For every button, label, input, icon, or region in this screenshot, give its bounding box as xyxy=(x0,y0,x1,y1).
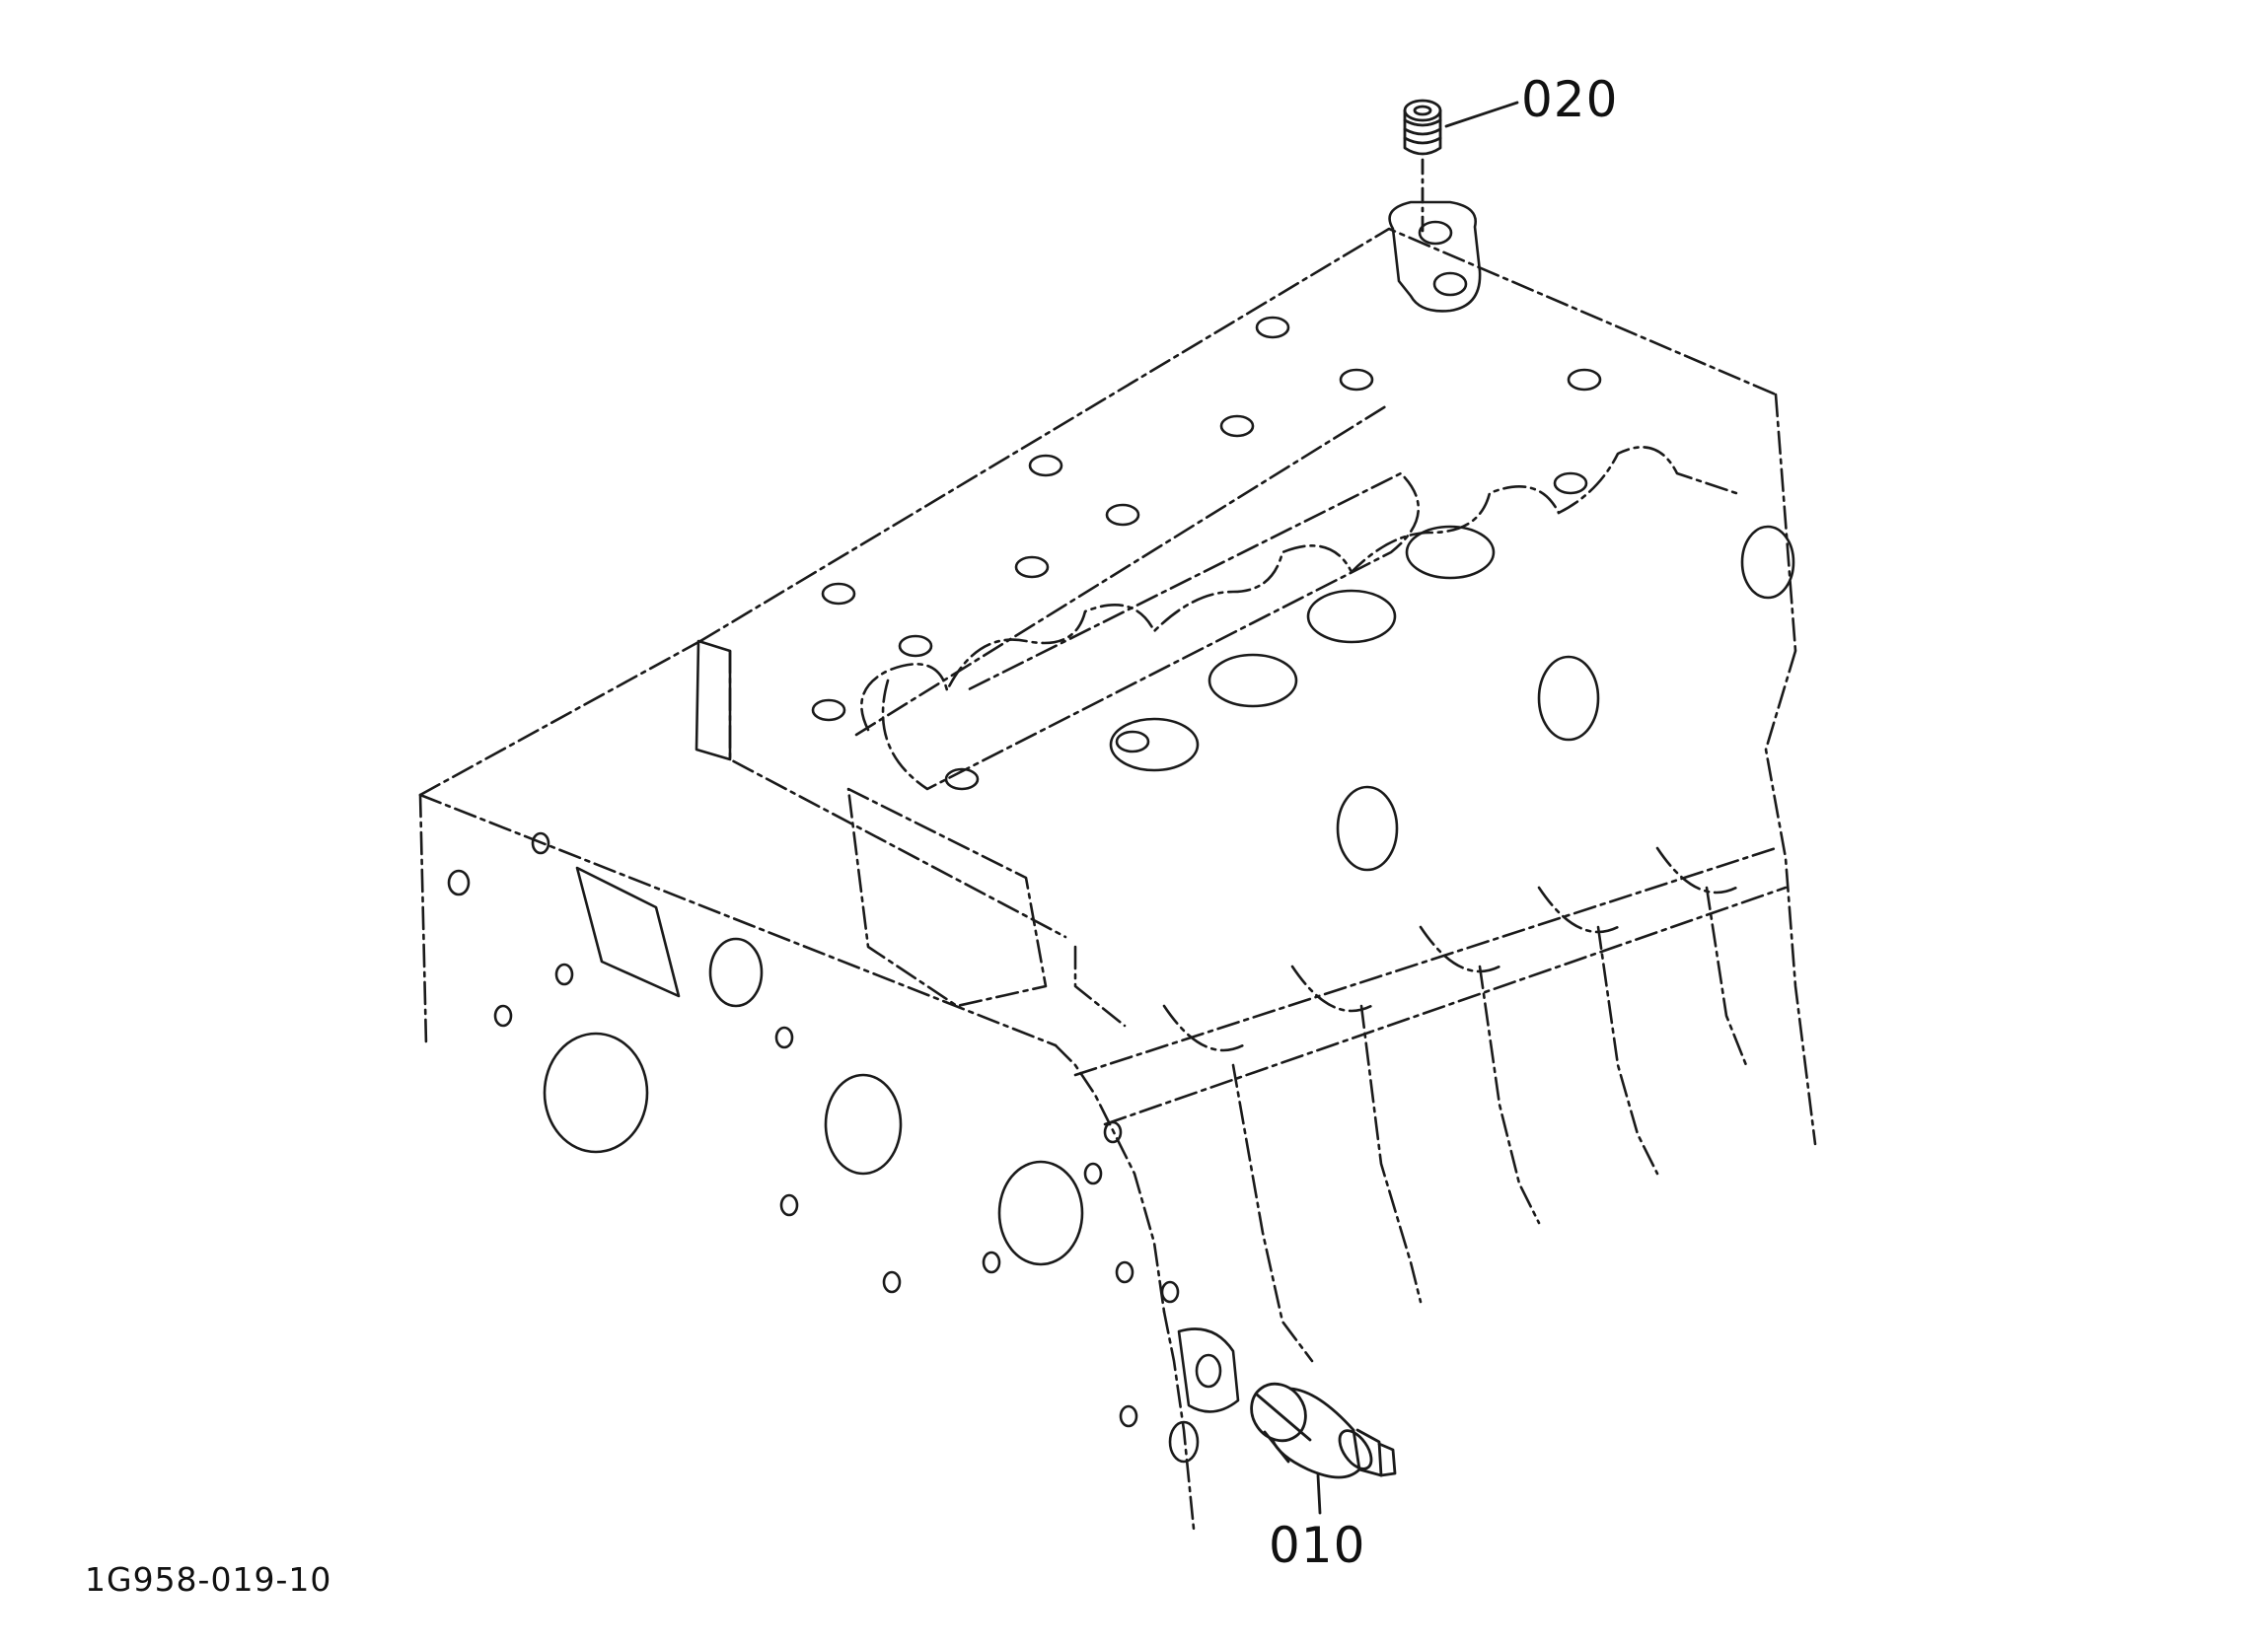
leader-line-010 xyxy=(1316,1473,1322,1515)
sensor-part-010 xyxy=(1250,1382,1397,1515)
block-solid-details xyxy=(447,200,1795,1464)
plug-part-020 xyxy=(1403,99,1519,233)
engine-block xyxy=(418,227,1817,1531)
callout-label-020: 020 xyxy=(1521,71,1619,128)
figure-id-label: 1G958-019-10 xyxy=(85,1560,332,1599)
leader-line-020 xyxy=(1444,101,1519,128)
callout-label-010: 010 xyxy=(1269,1517,1366,1574)
